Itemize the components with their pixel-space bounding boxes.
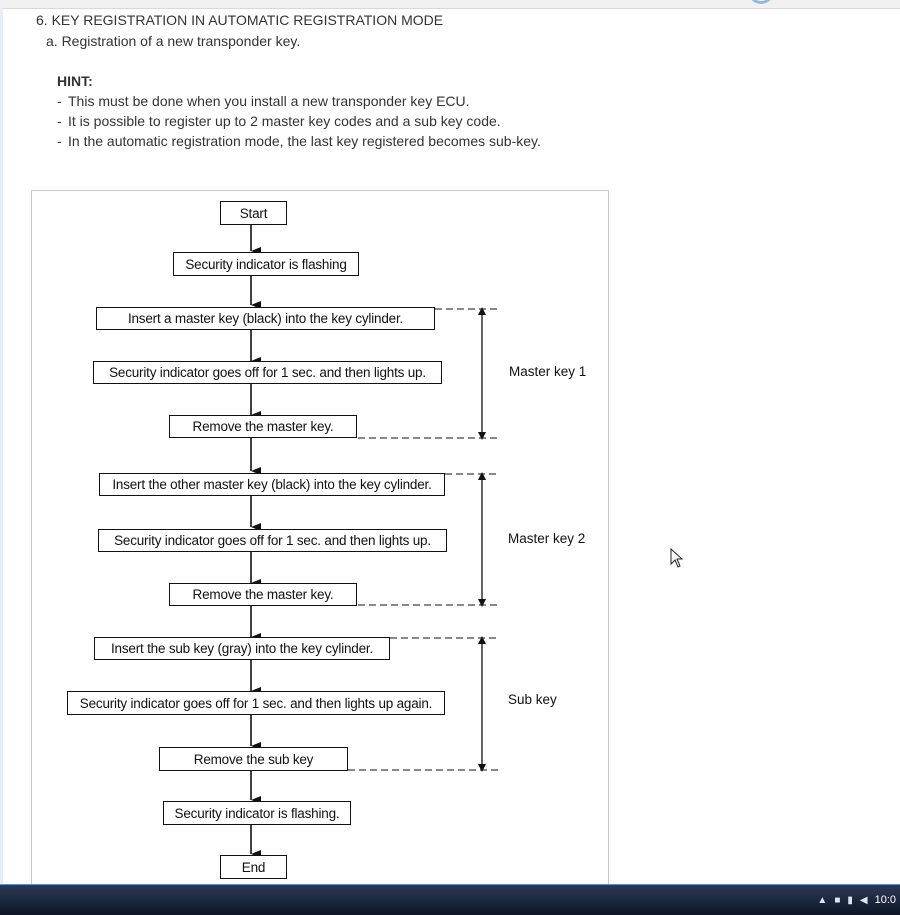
step-indicator-off-1: Security indicator goes off for 1 sec. a… bbox=[93, 361, 442, 384]
step-indicator-off-3: Security indicator goes off for 1 sec. a… bbox=[67, 691, 445, 715]
network-icon[interactable]: ■ bbox=[834, 894, 841, 906]
window-left-edge bbox=[0, 8, 3, 884]
step-start: Start bbox=[220, 201, 287, 225]
hint-item: -It is possible to register up to 2 mast… bbox=[57, 113, 501, 129]
taskbar: ▲ ■ ▮ ◀ 10:0 bbox=[0, 884, 900, 915]
section-subheading: a. Registration of a new transponder key… bbox=[46, 33, 301, 49]
group-brackets bbox=[478, 307, 486, 772]
step-remove-sub-key: Remove the sub key bbox=[159, 747, 348, 771]
hint-text: This must be done when you install a new… bbox=[68, 93, 470, 109]
volume-icon[interactable]: ◀ bbox=[859, 894, 868, 906]
step-indicator-off-2: Security indicator goes off for 1 sec. a… bbox=[98, 529, 447, 552]
hint-item: -This must be done when you install a ne… bbox=[57, 93, 470, 109]
step-security-flashing-end: Security indicator is flashing. bbox=[163, 801, 351, 825]
clock[interactable]: 10:0 bbox=[874, 894, 896, 906]
chevron-up-icon[interactable]: ▲ bbox=[817, 894, 828, 906]
hint-label: HINT: bbox=[57, 73, 93, 89]
step-insert-master-key-2: Insert the other master key (black) into… bbox=[99, 473, 445, 496]
browser-top-edge bbox=[0, 0, 900, 9]
step-remove-master-key-2: Remove the master key. bbox=[169, 583, 357, 606]
step-remove-master-key-1: Remove the master key. bbox=[169, 415, 357, 438]
hint-text: In the automatic registration mode, the … bbox=[68, 133, 541, 149]
group-dashed-lines bbox=[348, 308, 498, 771]
step-insert-master-key-1: Insert a master key (black) into the key… bbox=[96, 307, 435, 330]
section-heading: 6. KEY REGISTRATION IN AUTOMATIC REGISTR… bbox=[36, 12, 444, 28]
flowchart: Start Security indicator is flashing Ins… bbox=[31, 190, 609, 890]
flowchart-connectors bbox=[250, 225, 498, 858]
group-label-master-key-2: Master key 2 bbox=[508, 531, 586, 546]
signal-icon[interactable]: ▮ bbox=[847, 894, 853, 906]
group-label-master-key-1: Master key 1 bbox=[509, 364, 587, 379]
mouse-pointer-icon bbox=[670, 548, 684, 568]
group-label-sub-key: Sub key bbox=[508, 692, 557, 707]
step-end: End bbox=[220, 855, 287, 879]
hint-list: -This must be done when you install a ne… bbox=[57, 93, 541, 153]
hint-item: -In the automatic registration mode, the… bbox=[57, 133, 541, 149]
step-security-flashing: Security indicator is flashing bbox=[173, 252, 359, 276]
hint-text: It is possible to register up to 2 maste… bbox=[68, 113, 501, 129]
step-insert-sub-key: Insert the sub key (gray) into the key c… bbox=[94, 637, 390, 660]
system-tray: ▲ ■ ▮ ◀ 10:0 bbox=[817, 885, 900, 915]
